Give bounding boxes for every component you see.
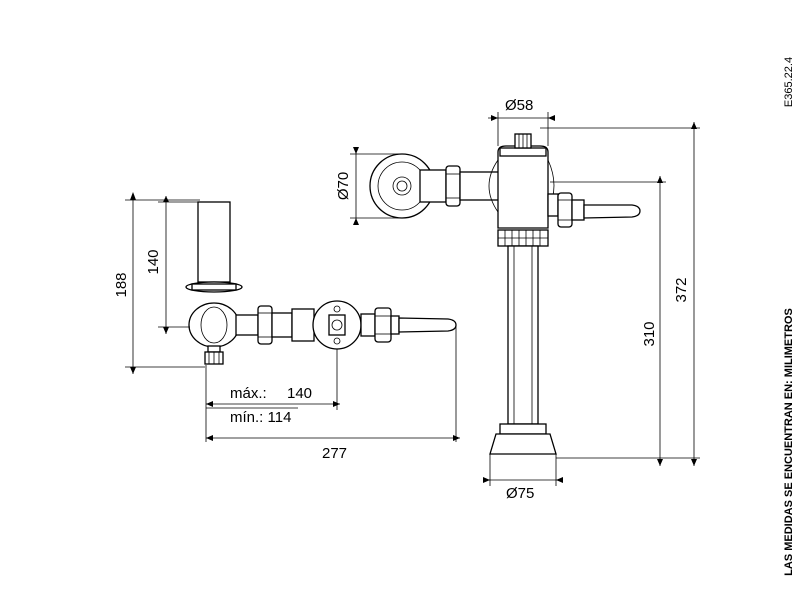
drawing-code: E365.22.4 bbox=[783, 57, 795, 107]
dimension-lines bbox=[125, 112, 700, 486]
right-valve-view bbox=[369, 133, 641, 455]
dim-height-total-right: 372 bbox=[673, 277, 690, 302]
dim-max-label: máx.: bbox=[230, 385, 267, 402]
dim-diameter-top: Ø58 bbox=[505, 97, 533, 114]
dim-height-body: 310 bbox=[641, 321, 658, 346]
dim-height-inner-left: 140 bbox=[145, 249, 162, 274]
left-valve-view bbox=[185, 201, 457, 365]
dim-diameter-base: Ø75 bbox=[506, 485, 534, 502]
dim-min-label: mín.: 114 bbox=[230, 409, 291, 426]
dim-width-total: 277 bbox=[322, 445, 347, 462]
dim-diameter-side: Ø70 bbox=[335, 172, 352, 200]
dim-max-value: 140 bbox=[287, 385, 312, 402]
units-note: LAS MEDIDAS SE ENCUENTRAN EN: MILIMETROS bbox=[783, 308, 795, 576]
dim-height-total-left: 188 bbox=[113, 272, 130, 297]
